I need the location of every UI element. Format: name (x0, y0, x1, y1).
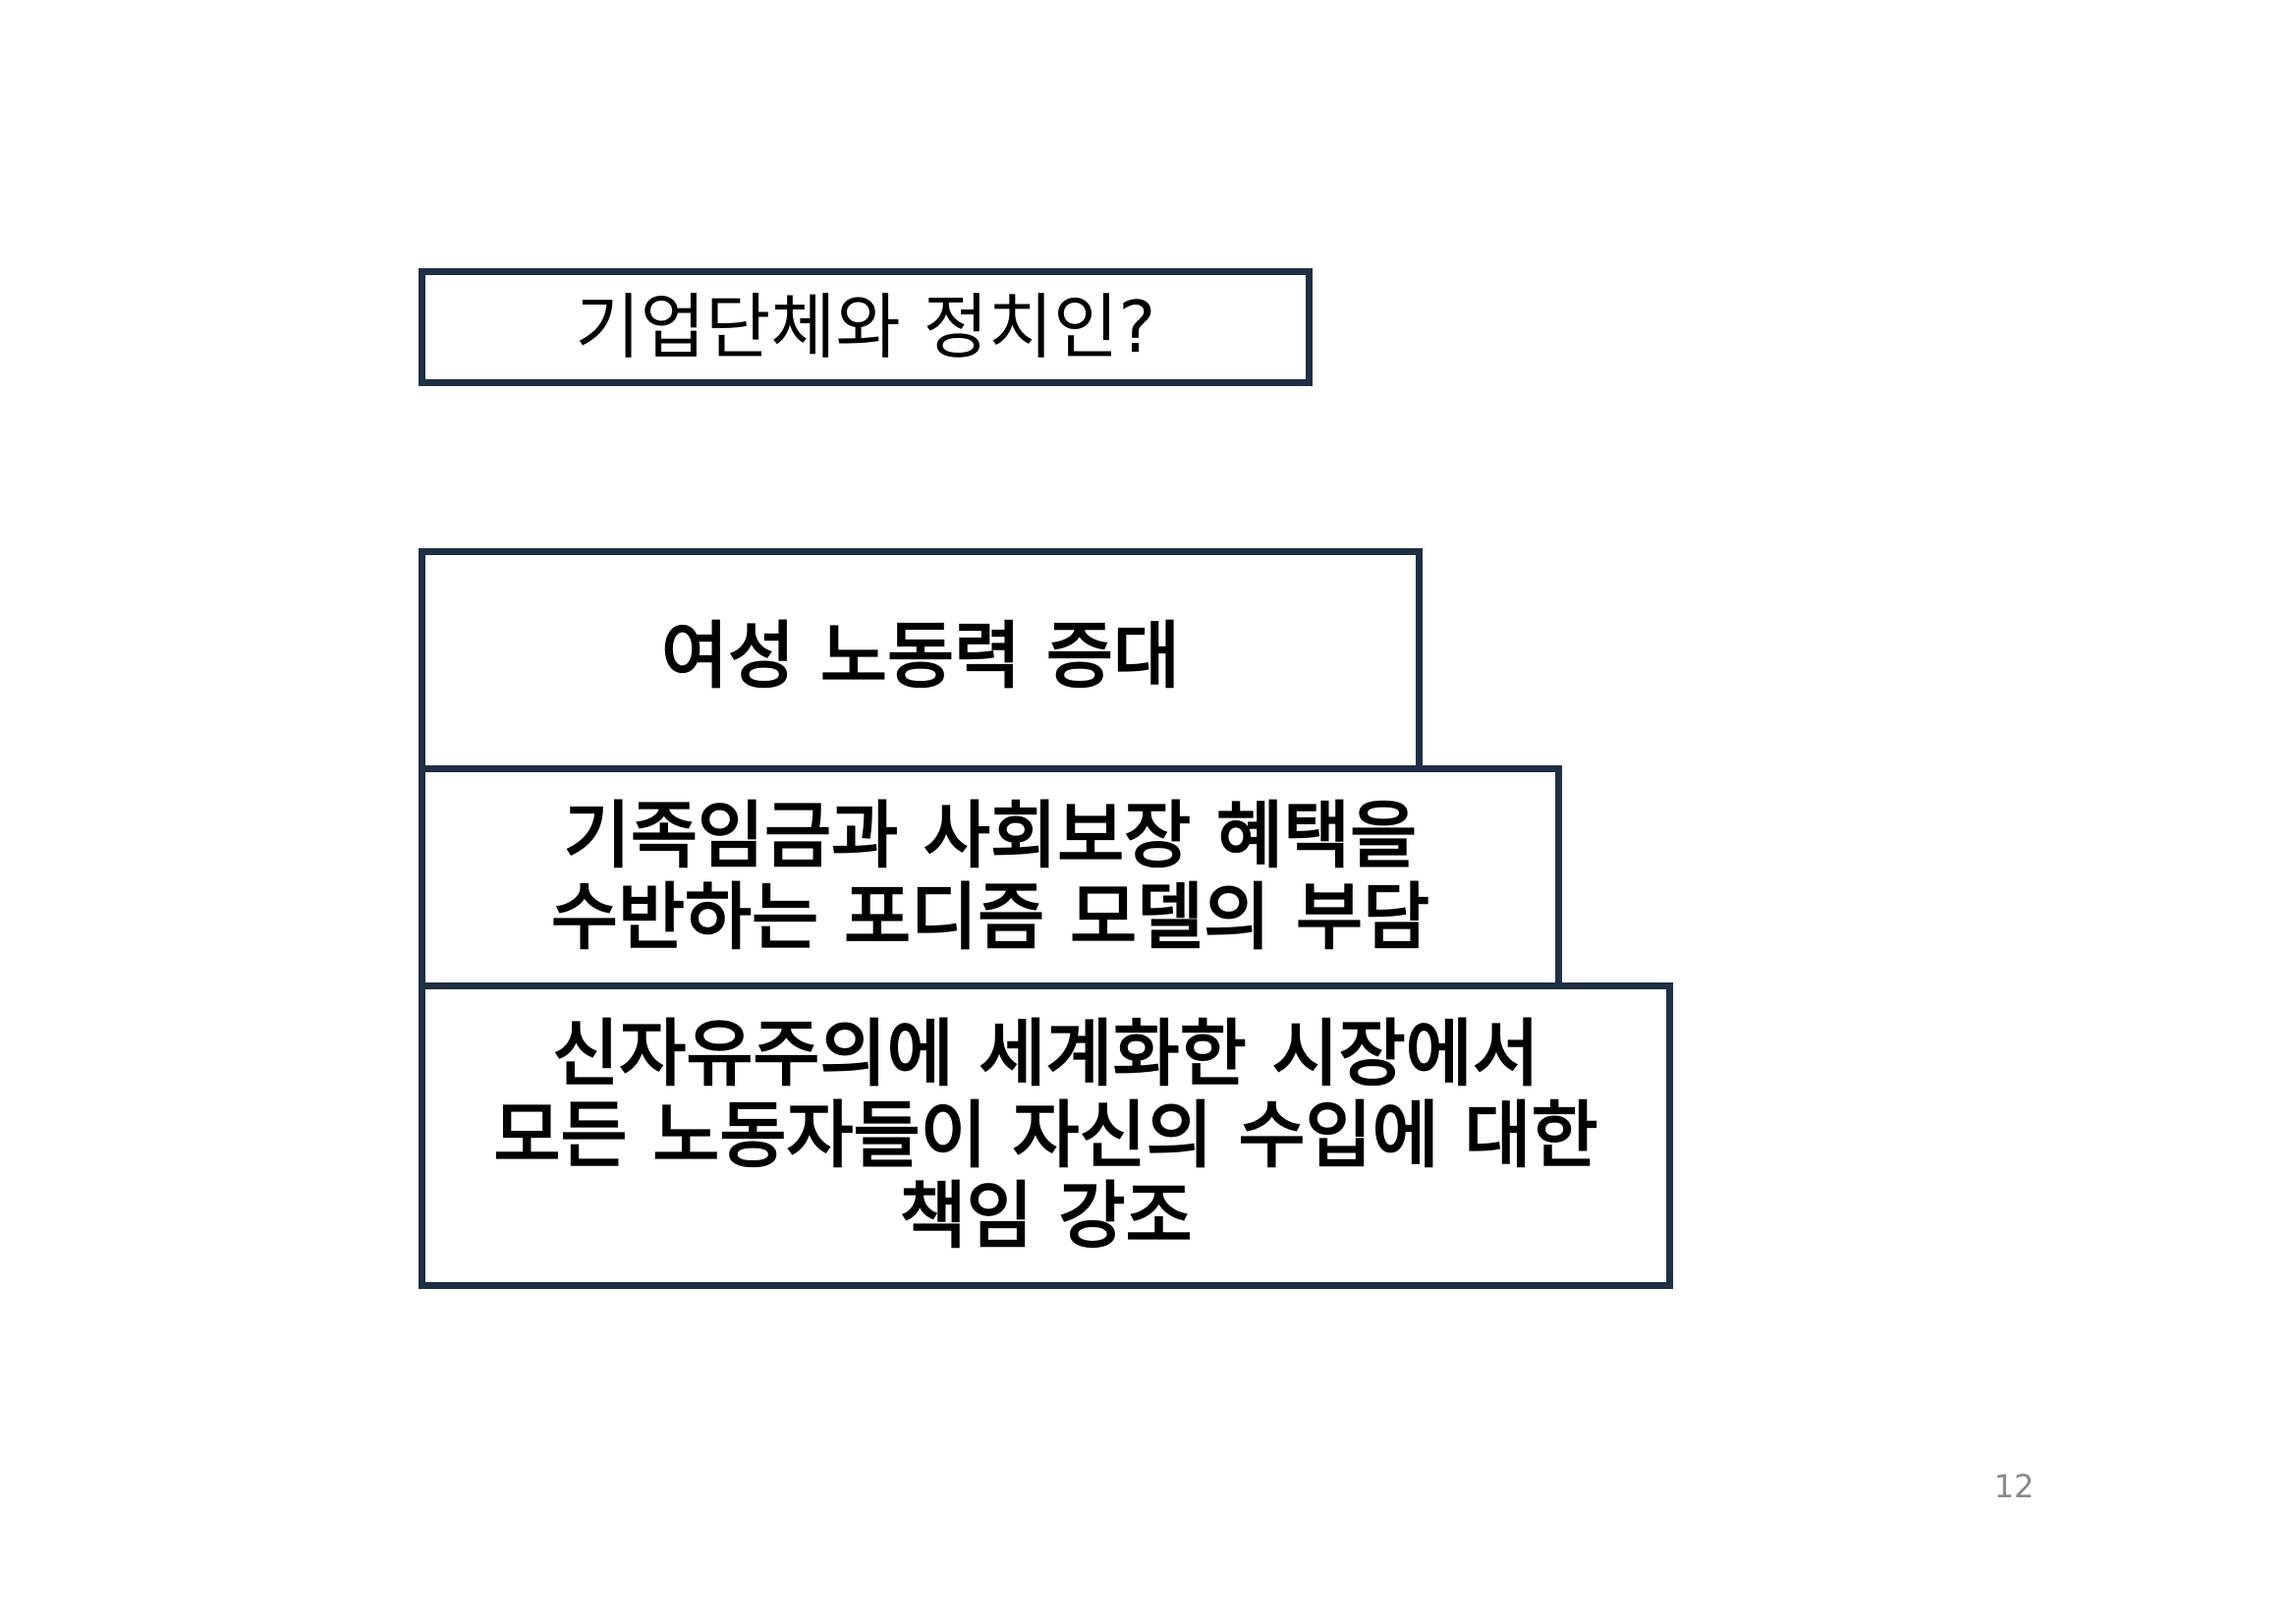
stack-box-text: 신자유주의에 세계화한 시장에서 모든 노동자들이 자신의 수입에 대한 책임 … (493, 1011, 1598, 1260)
stack-box-text: 여성 노동력 증대 (660, 613, 1181, 699)
page-number: 12 (1993, 1468, 2035, 1505)
stack-box-neoliberal-responsibility: 신자유주의에 세계화한 시장에서 모든 노동자들이 자신의 수입에 대한 책임 … (419, 982, 1673, 1289)
stack-box-fordism-burden: 기족임금과 사회보장 혜택을 수반하는 포디즘 모델의 부담 (419, 765, 1562, 989)
stack-box-women-labor: 여성 노동력 증대 (419, 548, 1423, 772)
stack-box-text: 기족임금과 사회보장 혜택을 수반하는 포디즘 모델의 부담 (550, 794, 1430, 960)
question-box-text: 기업단체와 정치인? (575, 285, 1156, 368)
question-box: 기업단체와 정치인? (419, 268, 1313, 386)
